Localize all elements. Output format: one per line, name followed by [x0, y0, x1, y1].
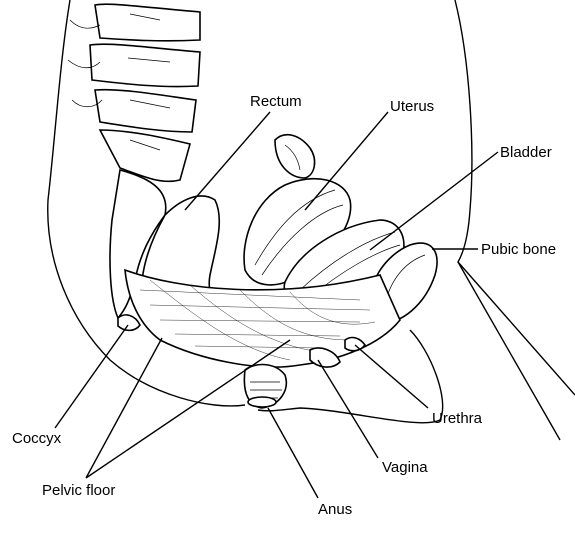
leader-anus [267, 407, 319, 499]
vagina [309, 347, 341, 368]
leader-pelvic-floor-1 [85, 337, 163, 479]
spine [67, 3, 201, 332]
leader-vagina [317, 359, 379, 459]
label-pubic-bone: Pubic bone [481, 241, 556, 258]
label-uterus: Uterus [390, 98, 434, 115]
leader-pelvic-floor-2 [85, 339, 291, 479]
leader-lines [54, 111, 499, 499]
label-vagina: Vagina [382, 459, 428, 476]
anus [243, 363, 287, 409]
leader-uterus [304, 111, 389, 211]
leader-rectum [184, 111, 271, 211]
urethra [344, 336, 366, 352]
body-outline [47, 0, 575, 441]
label-anus: Anus [318, 501, 352, 518]
leader-bladder [369, 151, 499, 251]
label-coccyx: Coccyx [12, 430, 62, 447]
label-bladder: Bladder [500, 144, 552, 161]
labels: Rectum Uterus Bladder Pubic bone Coccyx … [12, 93, 556, 518]
label-pelvic-floor: Pelvic floor [42, 482, 115, 499]
leader-coccyx [54, 324, 129, 429]
label-rectum: Rectum [250, 93, 302, 110]
leader-urethra [354, 344, 429, 409]
label-urethra: Urethra [432, 410, 483, 427]
